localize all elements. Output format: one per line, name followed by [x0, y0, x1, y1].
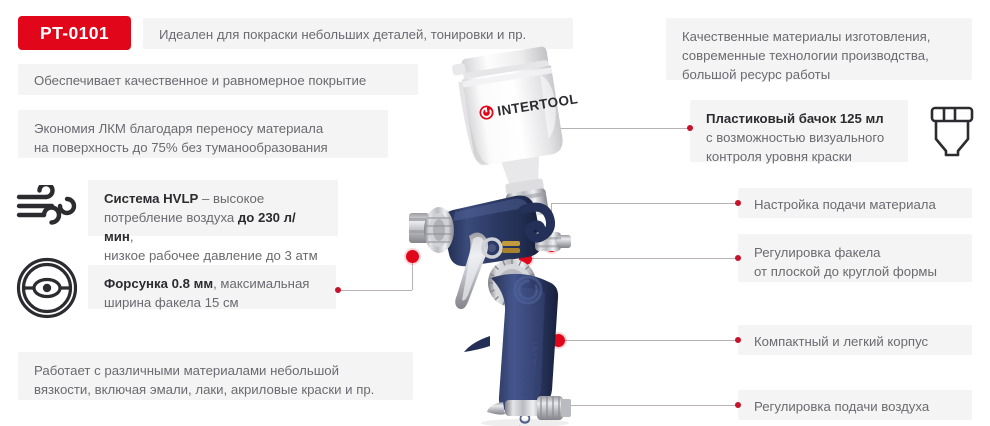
- callout-fan-adjust-line1: Регулировка факела: [754, 245, 881, 260]
- callout-savings: Экономия ЛКМ благодаря переносу материал…: [18, 110, 388, 158]
- callout-hvlp-line1: Система HVLP – высокое: [104, 189, 322, 208]
- callout-nozzle-line2: ширина факела 15 см: [104, 295, 239, 311]
- callout-compact-body: Компактный и легкий корпус: [738, 325, 972, 355]
- callout-quality-line2: современные технологии производства,: [682, 48, 929, 64]
- callout-tank-line1: Пластиковый бачок 125 мл: [706, 109, 892, 128]
- callout-tank-bold1: Пластиковый бачок 125 мл: [706, 111, 884, 126]
- callout-material-feed: Настройка подачи материала: [738, 188, 972, 218]
- connector-fan-adjust: [525, 258, 738, 259]
- callout-hvlp-line2-post: ,: [129, 229, 134, 245]
- callout-materials-line2: вязкости, включая эмали, лаки, акриловые…: [34, 382, 375, 398]
- callout-materials: Работает с различными материалами неболь…: [18, 352, 413, 400]
- callout-savings-line2: на поверхность до 75% без туманообразова…: [34, 140, 328, 156]
- callout-nozzle-rest1: , максимальная: [213, 276, 310, 291]
- callout-hvlp: Система HVLP – высокое потребление возду…: [88, 180, 338, 263]
- callout-quality: Качественные материалы изготовления, сов…: [666, 18, 972, 82]
- callout-tank-line3: контроля уровня краски: [706, 149, 852, 165]
- paint-cup-icon: [922, 101, 982, 161]
- callout-tank: Пластиковый бачок 125 мл с возможностью …: [690, 100, 908, 164]
- callout-compact-body-text: Компактный и легкий корпус: [754, 334, 929, 349]
- nozzle-icon: [12, 254, 82, 322]
- connector-compact-body: [558, 340, 738, 341]
- connector-material-feed-h: [551, 203, 738, 204]
- callout-materials-line1: Работает с различными материалами неболь…: [34, 363, 339, 378]
- callout-coverage-text: Обеспечивает качественное и равномерное …: [34, 73, 367, 88]
- callout-nozzle-line1: Форсунка 0.8 мм, максимальная: [104, 274, 320, 293]
- connector-nozzle-v: [412, 256, 413, 290]
- callout-quality-line1: Качественные материалы изготовления,: [682, 29, 931, 44]
- callout-fan-adjust: Регулировка факела от плоской до круглой…: [738, 234, 972, 282]
- anchor-air-feed: [735, 402, 741, 408]
- callout-air-feed: Регулировка подачи воздуха: [738, 390, 972, 420]
- anchor-fan-adjust: [735, 255, 741, 261]
- wind-icon: [12, 182, 82, 230]
- callout-hvlp-bold1: Система HVLP: [104, 191, 199, 206]
- anchor-nozzle: [335, 287, 341, 293]
- connector-tank: [548, 128, 690, 129]
- callout-savings-line1: Экономия ЛКМ благодаря переносу материал…: [34, 121, 324, 136]
- anchor-material-feed: [735, 200, 741, 206]
- callout-top-feature-text: Идеален для покраски небольших деталей, …: [159, 27, 527, 42]
- callout-coverage: Обеспечивает качественное и равномерное …: [18, 64, 418, 95]
- product-image-spray-gun: INTERTOOL: [395, 40, 625, 426]
- callout-top-feature: Идеален для покраски небольших деталей, …: [143, 18, 573, 49]
- callout-hvlp-line3: низкое рабочее давление до 3 атм: [104, 248, 318, 264]
- callout-hvlp-rest1: – высокое: [198, 191, 265, 206]
- callout-air-feed-text: Регулировка подачи воздуха: [754, 399, 930, 414]
- callout-material-feed-text: Настройка подачи материала: [754, 197, 936, 212]
- sku-badge: PT-0101: [18, 16, 131, 50]
- callout-nozzle-bold1: Форсунка 0.8 мм: [104, 276, 214, 291]
- anchor-compact-body: [735, 337, 741, 343]
- hotspot-nozzle: [405, 249, 419, 263]
- callout-fan-adjust-line2: от плоской до круглой формы: [754, 264, 937, 280]
- callout-hvlp-bold2: до 230 л/мин: [104, 210, 296, 245]
- callout-hvlp-line2-pre: потребление воздуха: [104, 210, 238, 226]
- anchor-tank: [687, 125, 693, 131]
- connector-air-feed: [537, 405, 738, 406]
- callout-nozzle: Форсунка 0.8 мм, максимальная ширина фак…: [88, 265, 336, 311]
- callout-hvlp-line2: потребление воздуха до 230 л/мин,: [104, 208, 322, 246]
- callout-quality-line3: большой ресурс работы: [682, 67, 831, 83]
- callout-tank-line2: с возможностью визуального: [706, 130, 885, 146]
- connector-nozzle-h: [338, 290, 412, 291]
